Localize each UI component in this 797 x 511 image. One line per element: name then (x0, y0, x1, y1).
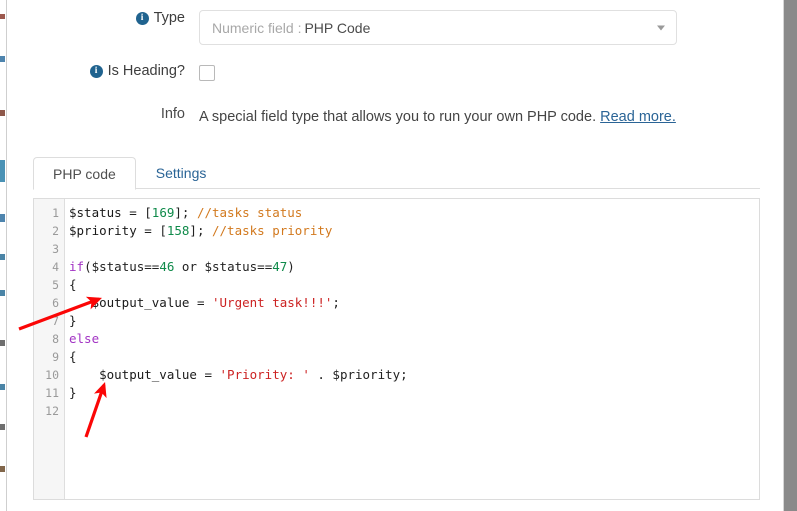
code-token: ) (287, 259, 295, 274)
php-code-editor[interactable]: 123456789101112 $status = [169]; //tasks… (33, 198, 760, 500)
type-label-group: i Type (9, 10, 199, 26)
code-token: $priority (69, 223, 144, 238)
tab-settings[interactable]: Settings (136, 156, 227, 189)
page-scrollbar-thumb[interactable] (784, 0, 797, 511)
editor-line-number: 1 (34, 204, 64, 222)
editor-code-line (69, 402, 759, 420)
info-icon[interactable]: i (136, 12, 149, 25)
editor-line-number: 3 (34, 240, 64, 258)
read-more-link[interactable]: Read more. (600, 109, 676, 125)
code-token: = [ (144, 223, 167, 238)
editor-code-line: $output_value = 'Priority: ' . $priority… (69, 366, 759, 384)
code-token: = (197, 295, 212, 310)
type-select[interactable]: Numeric field : PHP Code (199, 10, 677, 45)
code-token: 46 (159, 259, 174, 274)
editor-line-number-gutter: 123456789101112 (34, 199, 65, 499)
code-token: = [ (129, 205, 152, 220)
editor-code-line: if($status==46 or $status==47) (69, 258, 759, 276)
form-row-is-heading: i Is Heading? (9, 45, 783, 81)
editor-line-number: 9 (34, 348, 64, 366)
code-token: //tasks priority (212, 223, 332, 238)
code-token: ]; (174, 205, 197, 220)
is-heading-label-group: i Is Heading? (9, 63, 199, 79)
type-label: Type (154, 10, 185, 26)
code-token: = (204, 367, 219, 382)
is-heading-checkbox[interactable] (199, 65, 215, 81)
tab-php-code[interactable]: PHP code (33, 157, 136, 190)
tab-list: PHP code Settings (33, 156, 760, 189)
left-content-divider (6, 0, 7, 511)
editor-code-line: $status = [169]; //tasks status (69, 204, 759, 222)
editor-code-line: } (69, 384, 759, 402)
editor-code-line: { (69, 276, 759, 294)
code-token: 169 (152, 205, 175, 220)
info-label-group: Info (9, 106, 199, 122)
editor-line-number: 10 (34, 366, 64, 384)
editor-line-number: 2 (34, 222, 64, 240)
type-select-placeholder: Numeric field : (212, 20, 301, 36)
code-token: //tasks status (197, 205, 302, 220)
code-token: } (69, 313, 77, 328)
info-description-text: A special field type that allows you to … (199, 109, 596, 125)
editor-line-number: 7 (34, 312, 64, 330)
editor-line-number: 5 (34, 276, 64, 294)
editor-code-area[interactable]: $status = [169]; //tasks status$priority… (65, 199, 759, 499)
is-heading-label: Is Heading? (108, 63, 185, 79)
info-label: Info (161, 106, 185, 122)
code-token: $status (69, 205, 129, 220)
editor-code-line: else (69, 330, 759, 348)
code-token: } (69, 385, 77, 400)
left-content-sliver (0, 0, 5, 511)
field-settings-panel: i Type Numeric field : PHP Code i Is Hea… (9, 0, 783, 511)
editor-tabs: PHP code Settings (33, 156, 760, 189)
editor-code-line: $output_value = 'Urgent task!!!'; (69, 294, 759, 312)
editor-line-number: 11 (34, 384, 64, 402)
type-control: Numeric field : PHP Code (199, 10, 783, 45)
code-token: ]; (189, 223, 212, 238)
editor-line-number: 8 (34, 330, 64, 348)
editor-line-number: 6 (34, 294, 64, 312)
code-token: { (69, 349, 77, 364)
code-token: . $priority; (310, 367, 408, 382)
code-token: $output_value (69, 295, 197, 310)
code-token: else (69, 331, 99, 346)
form-row-type: i Type Numeric field : PHP Code (9, 0, 783, 45)
info-control: A special field type that allows you to … (199, 106, 783, 127)
code-token: 158 (167, 223, 190, 238)
editor-code-line (69, 240, 759, 258)
type-select-value: PHP Code (304, 20, 370, 36)
is-heading-control (199, 63, 783, 81)
code-token: 47 (272, 259, 287, 274)
editor-line-number: 4 (34, 258, 64, 276)
code-token: { (69, 277, 77, 292)
form-row-info: Info A special field type that allows yo… (9, 81, 783, 127)
code-token: ; (332, 295, 340, 310)
chevron-down-icon[interactable] (657, 25, 665, 30)
code-token: 'Urgent task!!!' (212, 295, 332, 310)
page-left-edge-sliver (0, 0, 9, 511)
page-scrollbar-vertical[interactable] (783, 0, 797, 511)
editor-code-line: } (69, 312, 759, 330)
info-icon[interactable]: i (90, 65, 103, 78)
code-token: or $status== (174, 259, 272, 274)
editor-line-number: 12 (34, 402, 64, 420)
code-token: if (69, 259, 84, 274)
info-description: A special field type that allows you to … (199, 106, 783, 127)
editor-code-line: { (69, 348, 759, 366)
code-token: 'Priority: ' (220, 367, 310, 382)
code-token: ($status== (84, 259, 159, 274)
code-token: $output_value (69, 367, 204, 382)
editor-code-line: $priority = [158]; //tasks priority (69, 222, 759, 240)
